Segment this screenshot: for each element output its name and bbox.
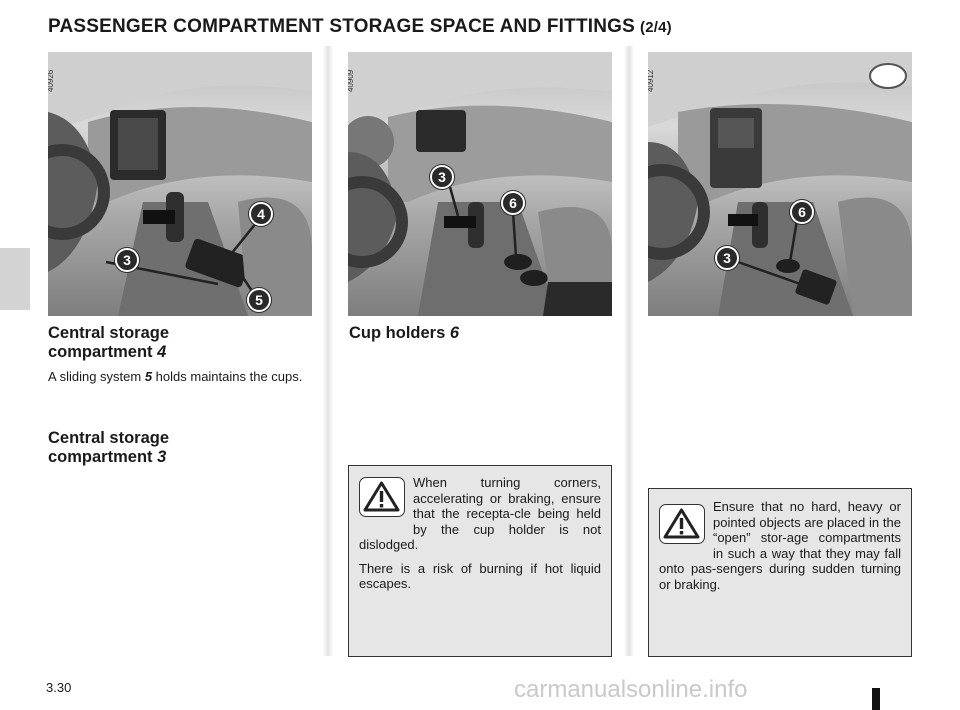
callout-3: 3	[115, 248, 139, 272]
callout-5: 5	[247, 288, 271, 312]
callout-3: 3	[430, 165, 454, 189]
interior-illustration	[48, 52, 312, 316]
photo-central-storage: 40926 4 3 5	[48, 52, 312, 316]
photo-ref: 40912	[648, 69, 655, 92]
callout-4: 4	[249, 202, 273, 226]
central-storage-4-text: A sliding system 5 holds maintains the c…	[48, 369, 303, 384]
warning-triangle-icon	[659, 504, 705, 544]
callout-6: 6	[501, 191, 525, 215]
callout-3: 3	[715, 246, 739, 270]
title-part: (2/4)	[640, 19, 672, 36]
photo-cup-holders: 40909 3 6	[348, 52, 612, 316]
interior-illustration	[648, 52, 912, 316]
heading-central-storage-3: Central storage compartment 3	[48, 429, 170, 466]
title-text: PASSENGER COMPARTMENT STORAGE SPACE AND …	[48, 16, 636, 37]
warning-text-open-storage: Ensure that no hard, heavy or pointed ob…	[659, 499, 901, 592]
photo-ref: 40926	[48, 69, 55, 92]
interior-illustration	[348, 52, 612, 316]
warning-triangle-icon	[359, 477, 405, 517]
photo-storage-compartment-3: 40912 6 3	[648, 52, 912, 316]
warning-text-cup-holders: When turning corners, accelerating or br…	[359, 475, 601, 591]
section-tab	[0, 248, 30, 310]
callout-6: 6	[790, 200, 814, 224]
photo-ref: 40909	[348, 69, 355, 92]
page-corner-mark	[872, 688, 880, 710]
warning-box-cup-holders: When turning corners, accelerating or br…	[348, 465, 612, 657]
watermark: carmanualsonline.info	[514, 676, 748, 703]
warning-box-open-storage: Ensure that no hard, heavy or pointed ob…	[648, 488, 912, 657]
heading-cup-holders: Cup holders 6	[349, 324, 460, 342]
page-number: 3.30	[46, 680, 72, 695]
page-title: PASSENGER COMPARTMENT STORAGE SPACE AND …	[48, 16, 672, 38]
heading-central-storage-4: Central storage compartment 4	[48, 324, 170, 361]
column-divider	[624, 46, 634, 656]
column-divider	[323, 46, 333, 656]
